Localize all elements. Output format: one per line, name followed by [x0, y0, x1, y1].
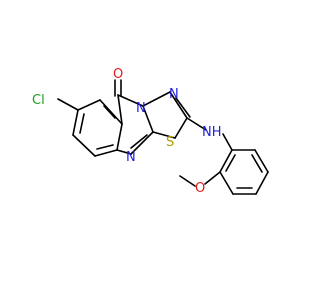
atom-n-quinazoline: N	[126, 150, 136, 165]
chemical-structure: Cl O N N N S NH O	[32, 67, 269, 196]
atom-n-ring: N	[136, 101, 146, 116]
atom-s: S	[166, 135, 174, 150]
benzo-ring	[72, 99, 123, 157]
carbonyl-bond	[114, 79, 122, 97]
atom-nh: NH	[202, 125, 222, 140]
thiadiazole-ring	[142, 91, 191, 139]
atom-o-methoxy: O	[195, 181, 205, 196]
methoxy-group	[179, 171, 221, 187]
chloro-bond	[57, 98, 79, 111]
atom-cl: Cl	[32, 93, 45, 108]
amino-linker	[186, 117, 233, 151]
atom-o-carbonyl: O	[113, 67, 123, 82]
methoxyphenyl-ring	[219, 149, 269, 195]
atom-n-thiadiazole: N	[169, 87, 179, 102]
pyrimidine-ring	[116, 94, 154, 155]
